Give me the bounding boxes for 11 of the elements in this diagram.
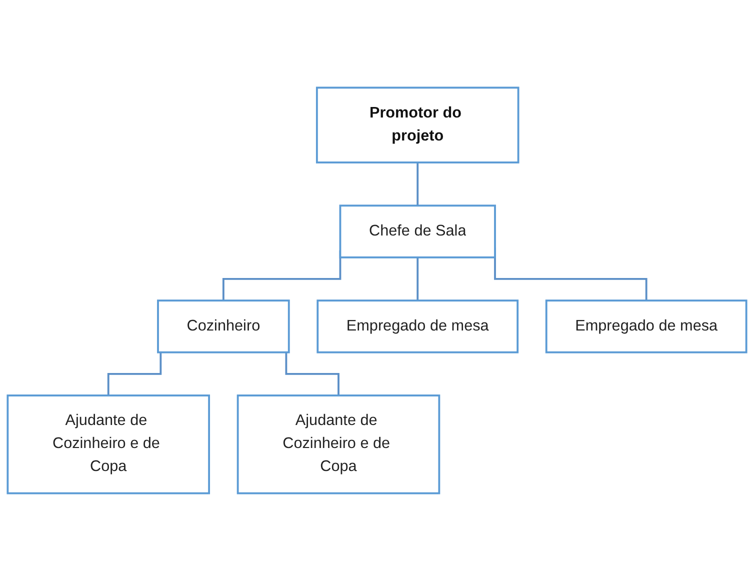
connector [416,162,419,207]
connector [285,352,340,396]
node-box: Cozinheiro [157,300,290,354]
node-box: Promotor do projeto [316,86,520,164]
node-box: Ajudante de Cozinheiro e de Copa [6,394,210,494]
connector [416,257,419,302]
node-box: Empregado de mesa [316,300,519,354]
node-box: Ajudante de Cozinheiro e de Copa [236,394,440,494]
connector [107,352,162,396]
node-box: Empregado de mesa [545,300,748,354]
node-box: Chefe de Sala [339,204,496,258]
